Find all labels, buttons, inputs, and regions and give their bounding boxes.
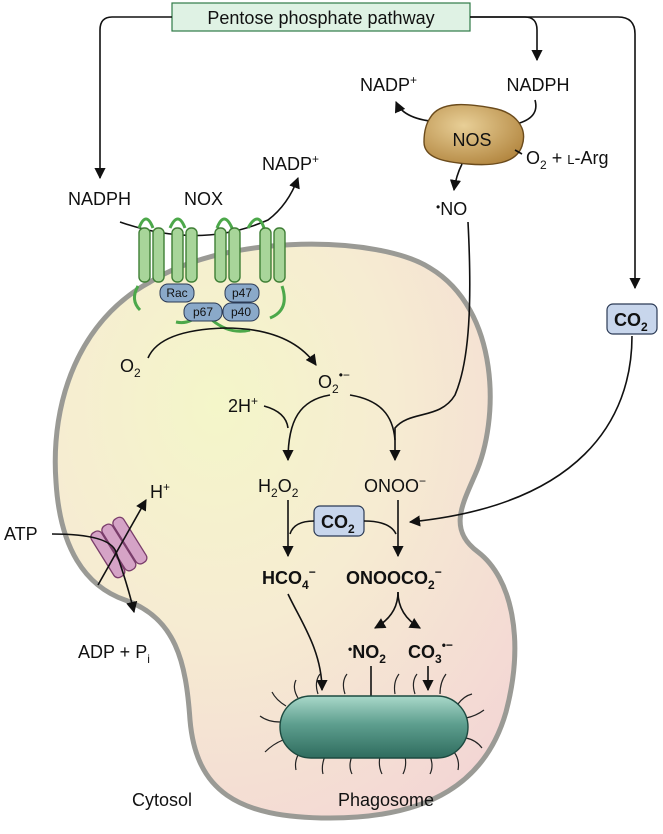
arrow-to-co3 (397, 591, 421, 629)
arrow-hco4-to-bacterium (287, 593, 328, 692)
arrow-o2-to-superoxide (147, 327, 317, 366)
no2-label: •NO2 (348, 642, 386, 666)
subunit-p47 (224, 283, 260, 303)
atp-label: ATP (4, 524, 38, 544)
arrow-nadph-to-nos (515, 99, 537, 125)
subunit-p67 (183, 302, 223, 322)
nos-enzyme (423, 103, 525, 166)
carbonate-radical-label: CO3•− (408, 638, 453, 666)
o2-label: O2 (120, 356, 141, 380)
peroxynitrite-label: ONOO− (364, 474, 426, 496)
proton-label: H+ (150, 480, 170, 502)
svg-text:Rac: Rac (166, 286, 187, 300)
arrow-superoxide-to-onoo (349, 394, 396, 441)
arrow-to-co2-outer (470, 16, 641, 290)
co2-outer-box (606, 303, 658, 335)
nitrosoperoxycarbonate-label: ONOOCO2− (346, 565, 442, 592)
proton-pump (90, 516, 148, 579)
subunit-rac (159, 283, 195, 303)
nos-label: NOS (452, 130, 491, 150)
h2o2-label: H2O2 (258, 476, 299, 500)
co2-outer-label: CO2 (614, 310, 648, 334)
cytosol-label: Cytosol (132, 790, 192, 810)
nos-nadph-label: NADPH (506, 75, 569, 95)
superoxide-label: O2•− (318, 368, 350, 396)
svg-text:p67: p67 (193, 305, 213, 319)
pathway-label: Pentose phosphate pathway (207, 8, 434, 28)
nox-loops (133, 217, 286, 333)
co2-inner-label: CO2 (321, 512, 355, 536)
adp-label: ADP + Pi (78, 642, 150, 666)
arrow-protons-join (263, 405, 289, 429)
nitric-oxide-label: •NO (436, 199, 467, 219)
phagosome-label: Phagosome (338, 790, 434, 810)
nox-nadph-label: NADPH (68, 189, 131, 209)
peroxymonocarbonate-label: HCO4− (262, 565, 316, 592)
arrow-no-to-onoo (389, 221, 471, 462)
svg-text:p40: p40 (231, 305, 251, 319)
protons-label: 2H+ (228, 394, 258, 416)
nos-nadp-label: NADP+ (360, 73, 417, 95)
arrow-to-nox-nadph (94, 16, 172, 180)
arrow-co2-join-left (289, 520, 315, 535)
nox-label: NOX (184, 189, 223, 209)
subunit-p40 (222, 302, 260, 322)
nos-substrate-label: O2 + L-Arg (526, 148, 608, 172)
nox-transmembrane-helices (138, 227, 286, 283)
bacterium (279, 695, 469, 759)
svg-text:p47: p47 (232, 286, 252, 300)
arrow-co2-outer-to-phagosome (408, 335, 633, 527)
arrow-proton-translocation (97, 499, 147, 586)
arrow-co2-join-right (363, 520, 397, 535)
arrow-substrates-to-nos (514, 149, 523, 155)
nox-nadp-label: NADP+ (262, 152, 319, 174)
arrow-to-nos-nadph (470, 16, 543, 62)
arrow-nos-to-no (449, 163, 463, 192)
arrow-superoxide-to-h2o2 (282, 394, 331, 462)
nox-subunits: Rac p47 p67 p40 (159, 283, 260, 322)
